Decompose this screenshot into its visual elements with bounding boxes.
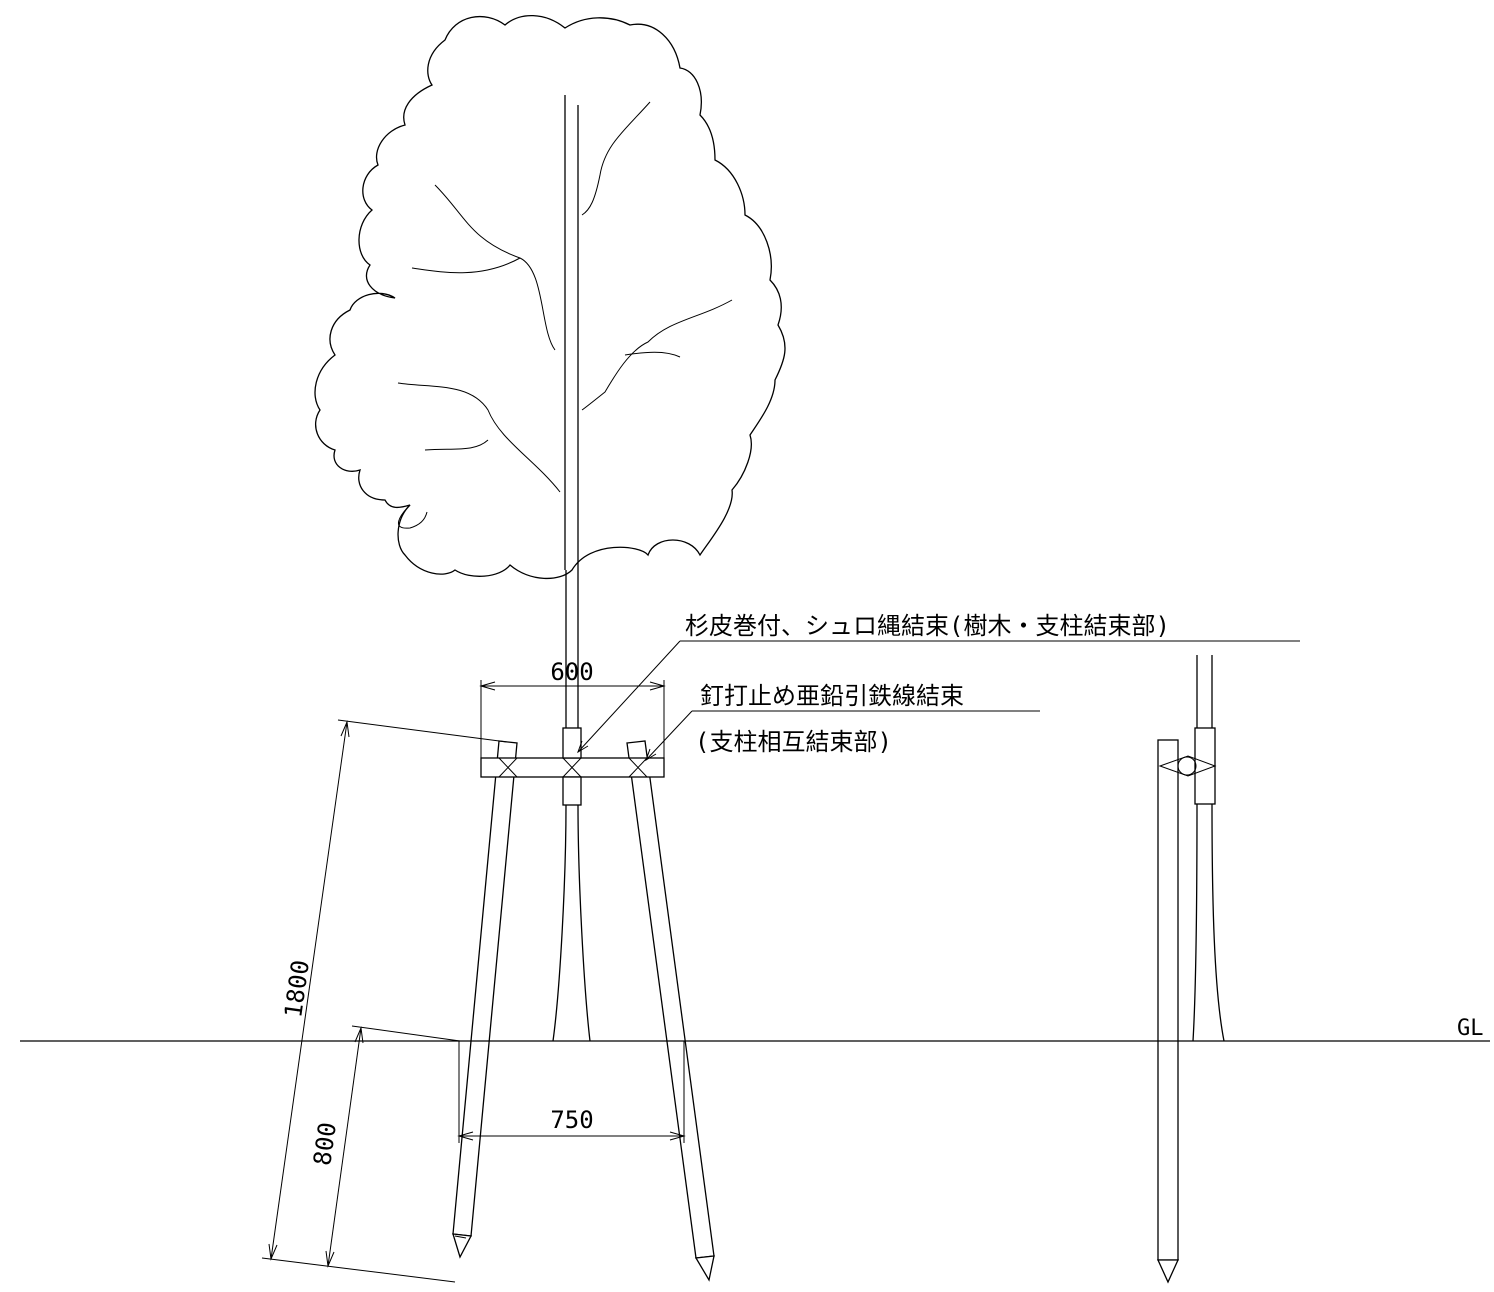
dimension-750-label: 750	[550, 1106, 593, 1134]
right-support-post	[626, 740, 715, 1282]
callout-post-binding-line2: (支柱相互結束部)	[695, 728, 892, 756]
dimension-600	[479, 680, 666, 758]
tree-trunk	[552, 95, 591, 1042]
left-support-post	[452, 740, 518, 1259]
dimension-750	[457, 1041, 686, 1143]
side-view	[1156, 655, 1225, 1284]
dimension-1800-label: 1800	[279, 958, 315, 1019]
leader-post-binding	[645, 710, 1040, 762]
dimension-800-label: 800	[308, 1120, 342, 1167]
dimension-800	[325, 1025, 461, 1268]
callout-post-binding-line1: 釘打止め亜鉛引鉄線結束	[700, 682, 964, 710]
callout-trunk-binding: 杉皮巻付、シュロ縄結束(樹木・支柱結束部)	[685, 612, 1170, 640]
trunk-binding-wrap	[562, 727, 582, 806]
dimension-1800	[261, 719, 508, 1283]
tree-branches	[397, 101, 733, 493]
tree-canopy	[314, 14, 786, 580]
leader-trunk-binding	[577, 640, 1300, 754]
ground-line-label: GL	[1457, 1016, 1484, 1041]
dimension-600-label: 600	[550, 658, 593, 686]
